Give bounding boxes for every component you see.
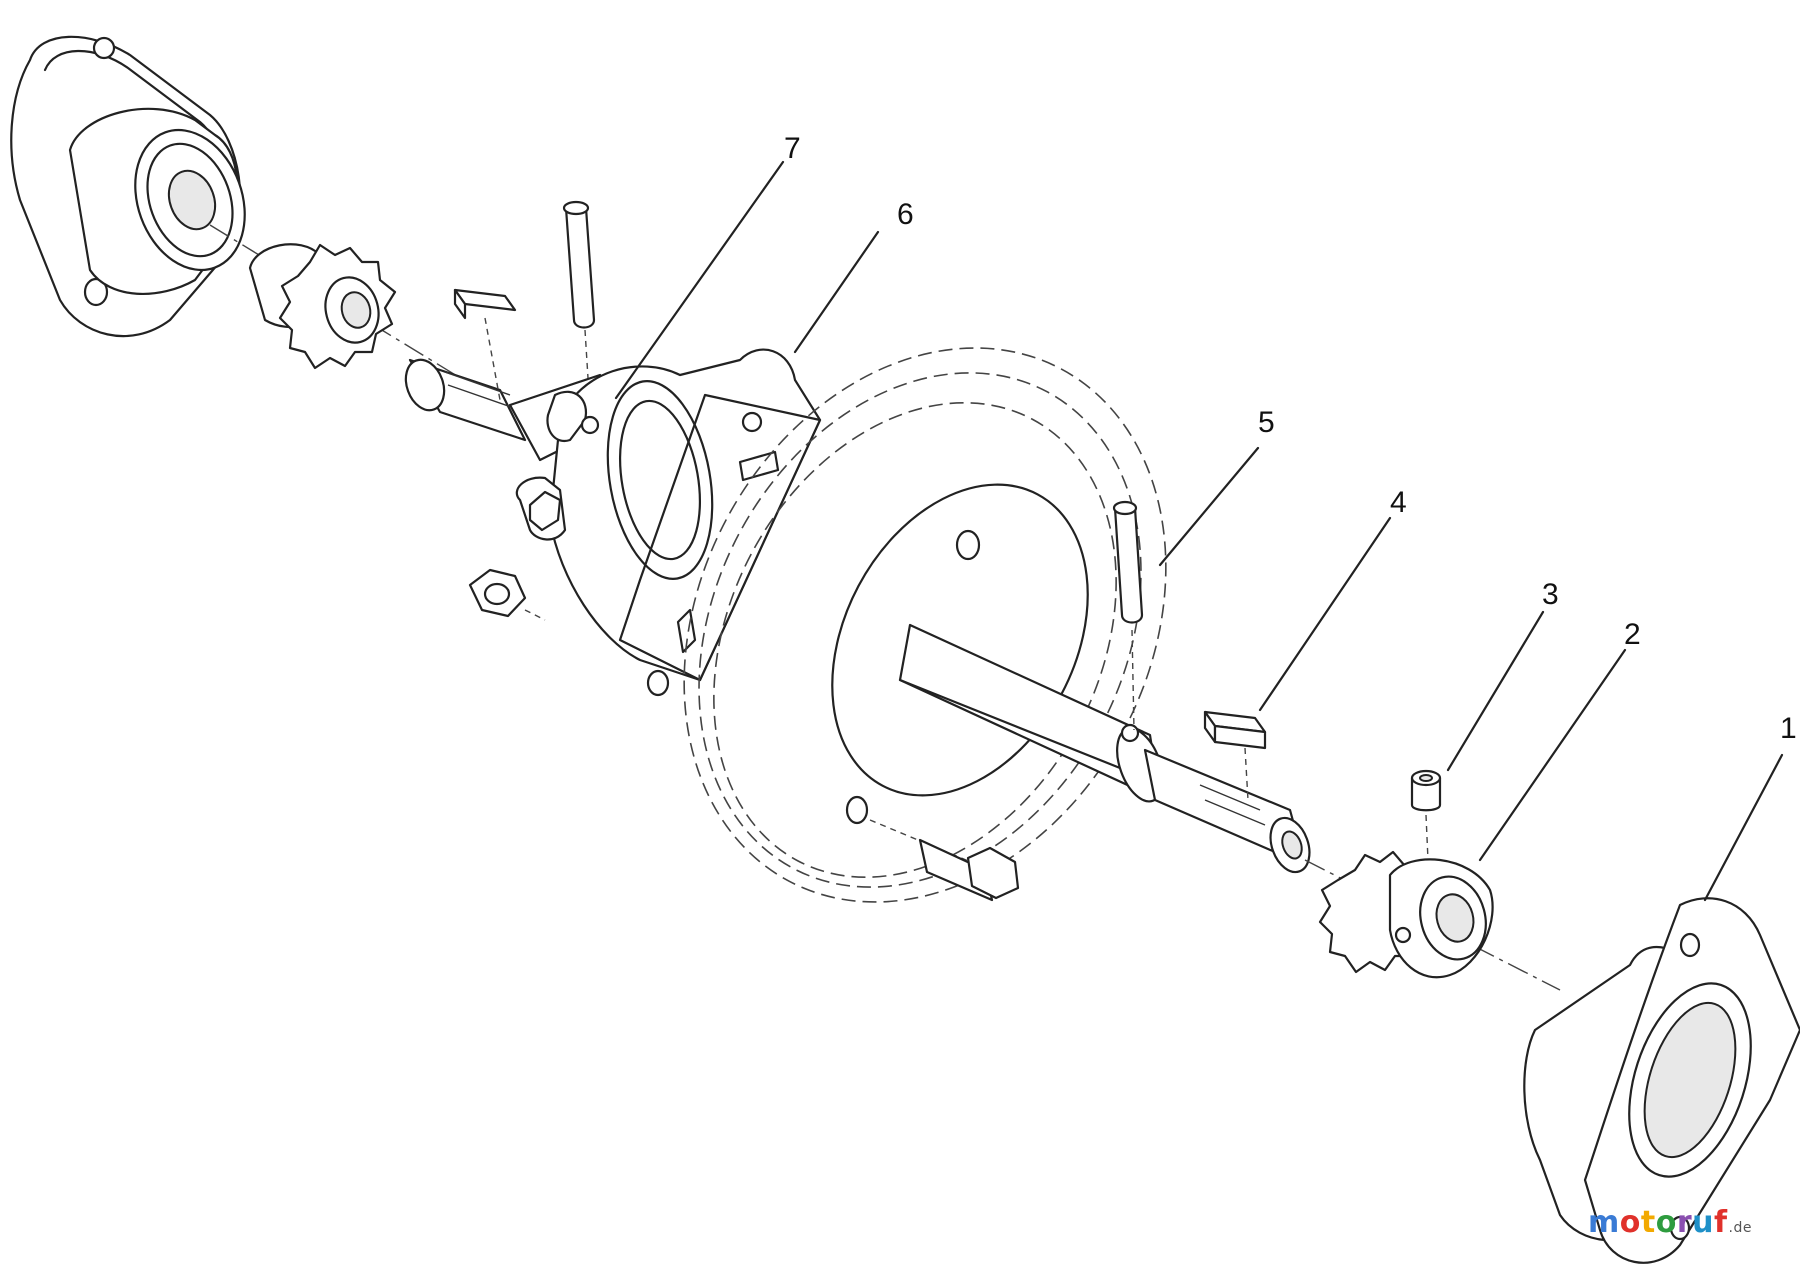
callout-4: 4 [1390,486,1407,519]
right-flange-bearing [1523,897,1800,1264]
left-flange-bearing [10,35,246,338]
watermark-letter: m [1587,1205,1620,1240]
watermark-tld: .de [1728,1220,1752,1236]
set-screw [1410,769,1442,861]
hex-nut [468,568,546,621]
main-shaft [898,623,1311,874]
right-sprocket [1318,850,1494,979]
watermark-letter: f [1713,1205,1728,1240]
callout-5: 5 [1258,406,1275,439]
callout-1: 1 [1780,712,1797,745]
watermark-letter: o [1619,1205,1641,1240]
brake-hub-assembly [508,348,822,697]
left-sprocket [248,243,397,370]
watermark-letter: t [1640,1205,1656,1240]
callout-2: 2 [1624,618,1641,651]
hex-bolt [918,838,1020,902]
left-roll-pin [562,200,596,411]
watermark-letter: o [1655,1205,1677,1240]
watermark-letter: u [1692,1205,1714,1240]
watermark-text: motoruf [1588,1205,1728,1240]
right-key [1203,710,1267,801]
right-roll-pin [1112,500,1144,731]
watermark-logo: motoruf.de [1588,1205,1752,1240]
left-shaft [404,288,527,442]
callout-3: 3 [1542,578,1559,611]
callout-labels: 1 2 3 4 5 6 7 [784,132,1797,745]
callout-7: 7 [784,132,801,165]
watermark-letter: r [1676,1205,1693,1240]
callout-6: 6 [897,198,914,231]
leader-lines [614,160,1784,902]
